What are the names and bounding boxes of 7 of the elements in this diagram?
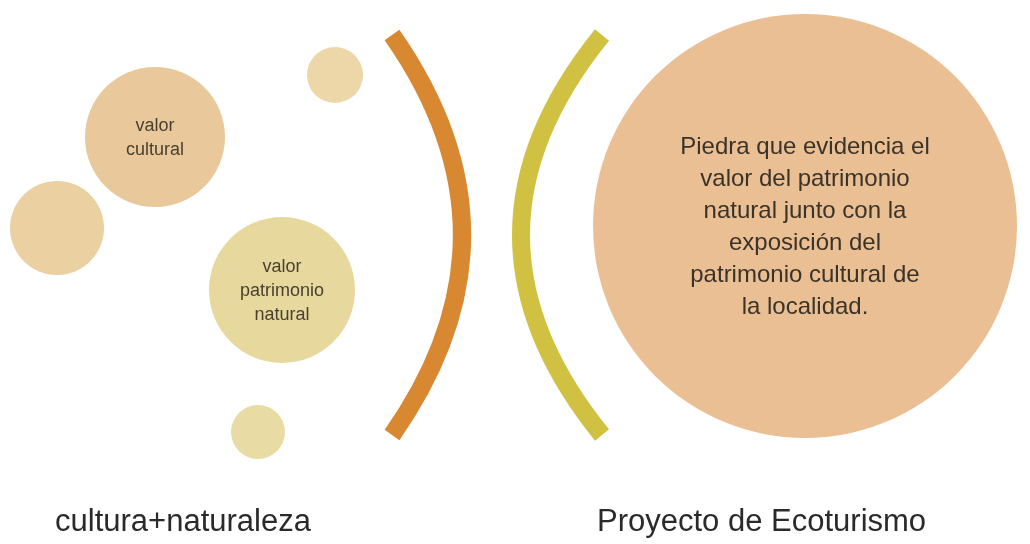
caption-text: Proyecto de Ecoturismo	[597, 503, 927, 539]
circle	[307, 47, 363, 103]
node-text: valor cultural	[125, 113, 185, 161]
circle	[231, 405, 285, 459]
node-text: valor patrimonio natural	[238, 254, 325, 327]
node-text: Piedra que evidencia el valor del patrimonio natural junto con la exposición del patrimonio cultural de la localidad.	[680, 131, 930, 321]
caption-text: cultura+naturaleza	[55, 503, 311, 539]
